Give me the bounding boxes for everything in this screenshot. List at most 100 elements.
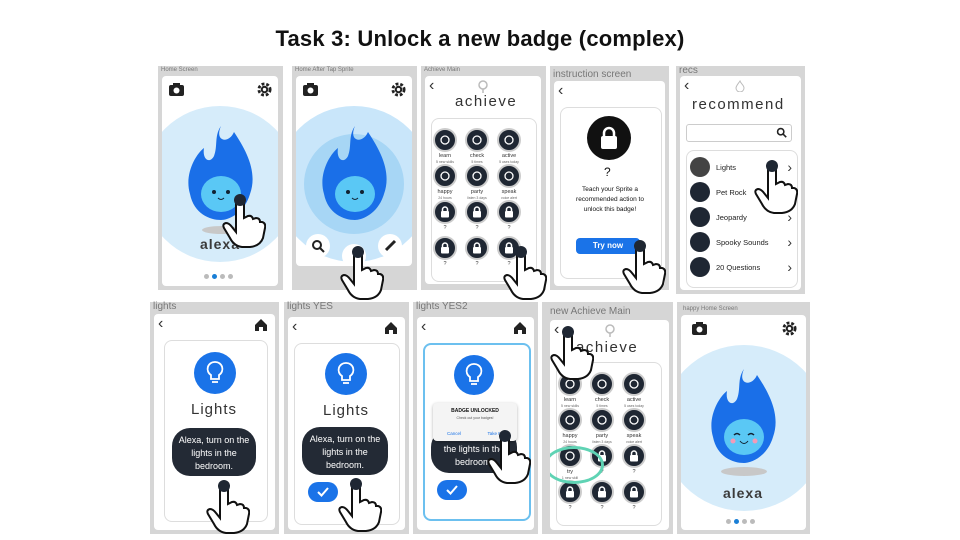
sprite-shadow bbox=[721, 467, 767, 476]
page-dots bbox=[726, 519, 755, 524]
tap-hand-icon bbox=[340, 246, 384, 300]
recommend-item-label: Lights bbox=[716, 162, 737, 172]
back-chevron-icon[interactable]: ‹ bbox=[421, 318, 427, 335]
skill-title: Lights bbox=[190, 401, 238, 418]
tap-hand-icon bbox=[206, 480, 250, 534]
speech-bubble[interactable]: Alexa, turn on the lights in the bedroom… bbox=[172, 428, 256, 476]
camera-icon[interactable] bbox=[168, 82, 185, 97]
back-chevron-icon[interactable]: ‹ bbox=[684, 77, 690, 94]
badge-check[interactable] bbox=[465, 128, 489, 152]
camera-icon[interactable] bbox=[302, 82, 319, 97]
tap-hand-icon bbox=[503, 246, 547, 300]
badge-active[interactable] bbox=[622, 372, 646, 396]
locked-badge-label: ? bbox=[600, 469, 604, 475]
badge-speak[interactable] bbox=[497, 164, 521, 188]
back-chevron-icon[interactable]: ‹ bbox=[429, 77, 435, 94]
badge-happy[interactable] bbox=[558, 408, 582, 432]
back-chevron-icon[interactable]: ‹ bbox=[558, 82, 564, 99]
recommend-item-label: 20 Questions bbox=[716, 262, 761, 272]
lightbulb-icon bbox=[465, 363, 483, 385]
skill-title: Lights bbox=[322, 402, 370, 419]
frame-instruction-screen: instruction screen ‹ ? Teach your Sprite… bbox=[550, 66, 669, 294]
frame-label: Home After Tap Sprite bbox=[295, 67, 354, 73]
dialog-text: Check out your badges! bbox=[456, 416, 494, 420]
check-icon bbox=[446, 485, 458, 495]
locked-badge[interactable] bbox=[433, 200, 457, 224]
search-action-button[interactable] bbox=[306, 234, 330, 258]
recommend-item[interactable]: Jeopardy› bbox=[690, 206, 794, 228]
gear-icon[interactable] bbox=[390, 82, 407, 97]
skill-icon bbox=[690, 207, 710, 227]
search-input[interactable] bbox=[686, 124, 792, 142]
confirm-button[interactable] bbox=[308, 482, 338, 502]
skill-icon bbox=[690, 257, 710, 277]
locked-badge[interactable] bbox=[433, 236, 457, 260]
gear-icon[interactable] bbox=[256, 82, 273, 97]
check-icon bbox=[317, 487, 329, 497]
edit-action-button[interactable] bbox=[378, 234, 402, 258]
lightbulb-badge bbox=[454, 355, 494, 395]
locked-badge[interactable] bbox=[497, 200, 521, 224]
sprite-flame-happy[interactable] bbox=[707, 365, 781, 465]
sprite-flame[interactable] bbox=[318, 122, 392, 222]
trophy-icon bbox=[478, 80, 488, 93]
confirm-button[interactable] bbox=[437, 480, 467, 500]
frame-label: happy Home Screen bbox=[683, 306, 738, 312]
locked-badge-label: ? bbox=[475, 225, 479, 231]
frame-recs: recs ‹ recommend Lights›Pet Rock›Jeopard… bbox=[676, 65, 805, 294]
recommend-heading: recommend bbox=[692, 96, 785, 113]
badge-party[interactable] bbox=[590, 408, 614, 432]
frame-home-after-tap: Home After Tap Sprite bbox=[292, 66, 417, 300]
home-icon[interactable] bbox=[384, 321, 398, 335]
dialog-take-me-button[interactable]: Take Me bbox=[487, 431, 505, 436]
frame-lights-yes: lights YES ‹ Lights Alexa, turn on the l… bbox=[284, 301, 409, 534]
phone-screen: ‹ the lights in the bedroom. BADGE UNLOC… bbox=[417, 317, 534, 530]
locked-badge[interactable] bbox=[622, 444, 646, 468]
camera-icon[interactable] bbox=[691, 321, 708, 336]
back-chevron-icon[interactable]: ‹ bbox=[158, 315, 164, 332]
locked-badge[interactable] bbox=[590, 480, 614, 504]
phone-screen: alexa bbox=[681, 315, 806, 530]
locked-badge-label: ? bbox=[475, 261, 479, 267]
badge-active[interactable] bbox=[497, 128, 521, 152]
back-chevron-icon[interactable]: ‹ bbox=[292, 318, 298, 335]
recommend-item-label: Spooky Sounds bbox=[716, 237, 769, 247]
home-icon[interactable] bbox=[513, 321, 527, 335]
badge-speak[interactable] bbox=[622, 408, 646, 432]
badge-party[interactable] bbox=[465, 164, 489, 188]
gear-icon[interactable] bbox=[781, 321, 798, 336]
recommend-item[interactable]: 20 Questions › bbox=[690, 256, 794, 278]
try-now-button[interactable]: Try now bbox=[576, 238, 640, 254]
dialog-cancel-button[interactable]: Cancel bbox=[446, 431, 461, 436]
dialog-title: BADGE UNLOCKED bbox=[451, 408, 499, 414]
lock-icon bbox=[601, 126, 617, 149]
tap-hand-icon bbox=[550, 326, 594, 380]
badge-happy[interactable] bbox=[433, 164, 457, 188]
recommend-item[interactable]: Lights› bbox=[690, 156, 794, 178]
sprite-shadow bbox=[202, 226, 242, 234]
badge-learn[interactable] bbox=[433, 128, 457, 152]
back-chevron-icon[interactable]: ‹ bbox=[554, 321, 560, 338]
frame-label: lights YES2 bbox=[416, 301, 468, 312]
highlighted-card bbox=[423, 343, 531, 521]
locked-badge[interactable] bbox=[465, 236, 489, 260]
lightbulb-badge bbox=[325, 353, 367, 395]
frame-label: lights YES bbox=[287, 301, 333, 312]
locked-badge[interactable] bbox=[465, 200, 489, 224]
phone-screen: ‹ recommend Lights›Pet Rock›Jeopardy›Spo… bbox=[680, 76, 801, 290]
locked-badge-label: ? bbox=[632, 505, 636, 511]
frame-label: Home Screen bbox=[161, 67, 198, 73]
recommend-item[interactable]: Spooky Sounds› bbox=[690, 231, 794, 253]
trophy-icon bbox=[605, 324, 615, 337]
locked-badge[interactable] bbox=[622, 480, 646, 504]
home-icon[interactable] bbox=[254, 318, 268, 332]
new-badge-highlight bbox=[550, 446, 604, 484]
chevron-right-icon: › bbox=[787, 259, 792, 275]
badge-check[interactable] bbox=[590, 372, 614, 396]
